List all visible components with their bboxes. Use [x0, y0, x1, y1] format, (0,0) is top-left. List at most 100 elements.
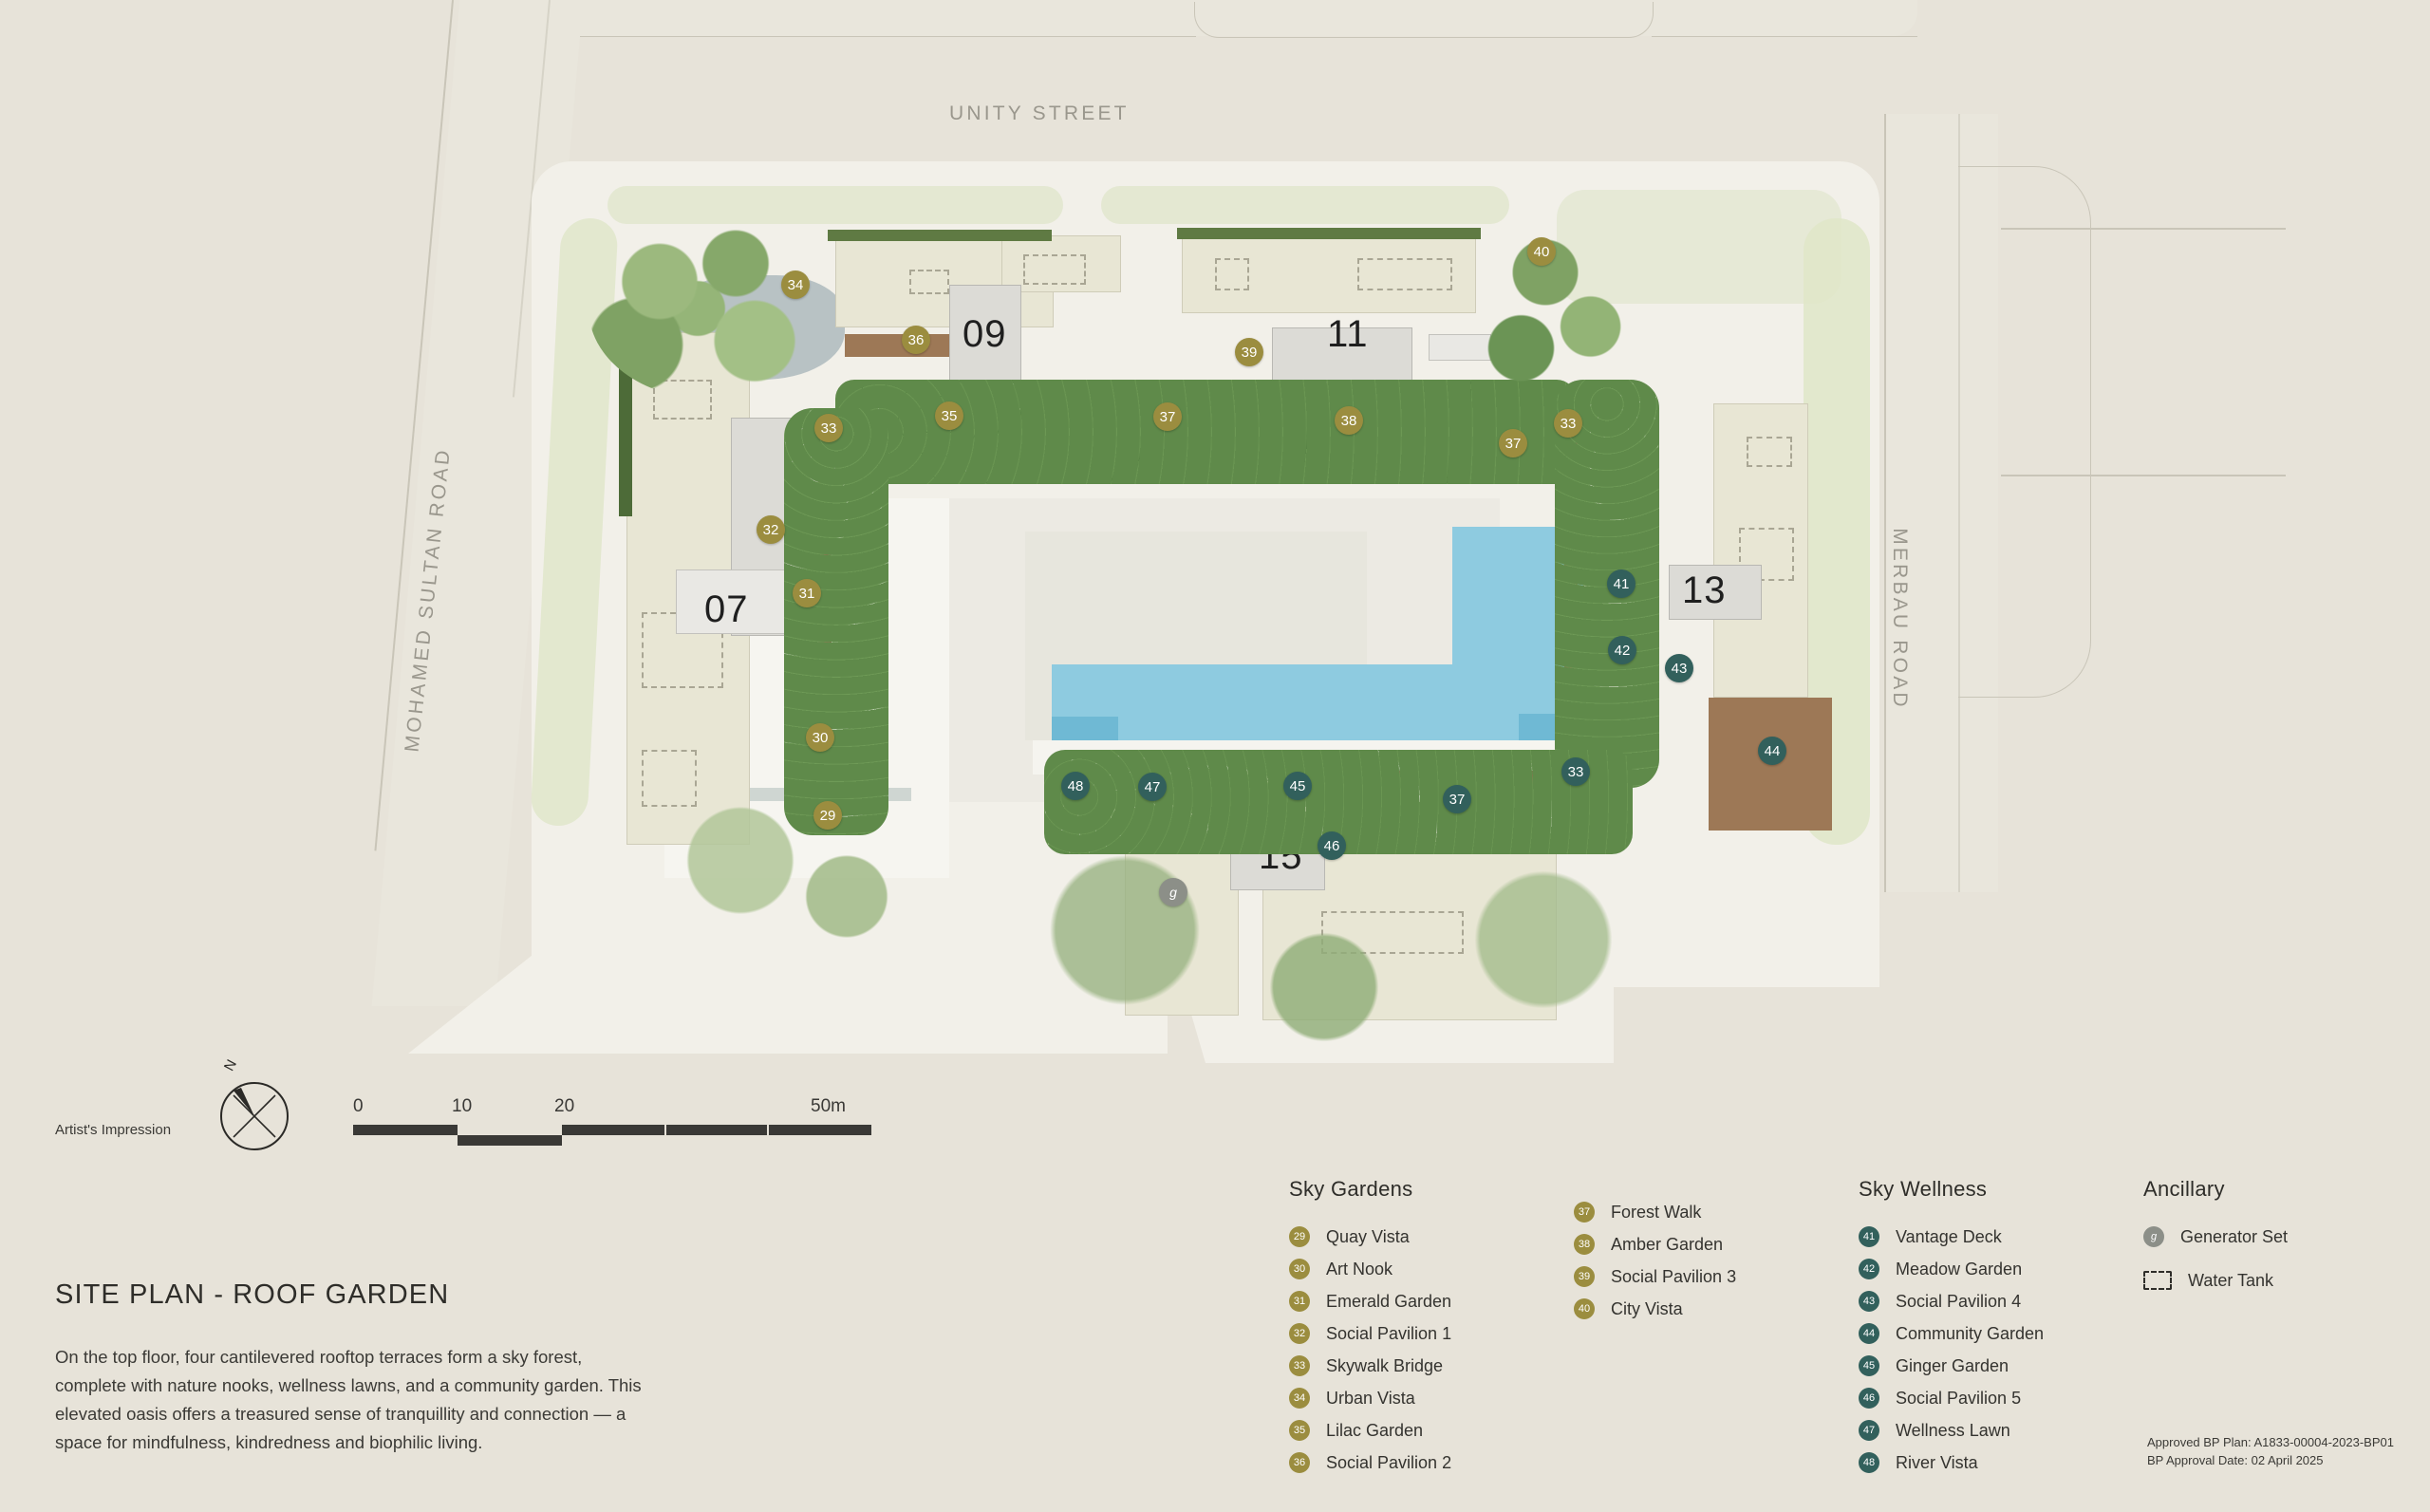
legend-marker-icon-34: 34 [1289, 1388, 1310, 1409]
legend-item-39[interactable]: 39 Social Pavilion 3 [1574, 1260, 1736, 1293]
water-tank-11-b [1357, 258, 1452, 290]
artist-impression-note: Artist's Impression [55, 1122, 172, 1138]
title-block: SITE PLAN - ROOF GARDEN On the top floor… [55, 1279, 644, 1457]
map-marker-39[interactable]: 39 [1235, 338, 1263, 366]
map-marker-30[interactable]: 30 [806, 723, 834, 752]
road-label-unity-street: UNITY STREET [949, 103, 1130, 124]
road-edge-top-curve [1194, 2, 1654, 38]
legend-label: Generator Set [2180, 1226, 2289, 1246]
map-marker-37[interactable]: 37 [1153, 402, 1182, 431]
legend-label: Social Pavilion 3 [1611, 1266, 1737, 1286]
legend-marker-icon-44: 44 [1859, 1323, 1879, 1344]
scale-segment-2 [458, 1135, 562, 1146]
map-marker-32[interactable]: 32 [757, 515, 785, 544]
water-tank-09-b [1023, 254, 1086, 285]
map-marker-47[interactable]: 47 [1138, 773, 1167, 801]
map-marker-44[interactable]: 44 [1758, 737, 1786, 765]
map-marker-34[interactable]: 34 [781, 271, 810, 299]
road-edge-right-spur2 [2001, 475, 2286, 476]
building-number-07: 07 [704, 588, 749, 630]
legend-item-water-tank[interactable]: Water Tank [2143, 1264, 2288, 1297]
road-edge-right-spur1 [2001, 228, 2286, 230]
map-marker-29[interactable]: 29 [813, 801, 842, 830]
map-marker-38[interactable]: 38 [1335, 406, 1363, 435]
map-marker-45[interactable]: 45 [1283, 772, 1312, 800]
road-edge-top-c [1652, 36, 1917, 37]
legend-label: River Vista [1896, 1452, 1978, 1472]
map-marker-37c[interactable]: 37 [1443, 785, 1471, 813]
legend-marker-icon-43: 43 [1859, 1291, 1879, 1312]
scale-tick-0: 0 [353, 1096, 364, 1116]
map-marker-46[interactable]: 46 [1318, 831, 1346, 860]
map-marker-31[interactable]: 31 [793, 579, 821, 607]
legend-marker-icon-41: 41 [1859, 1226, 1879, 1247]
roof-terrace-11 [1272, 327, 1412, 386]
map-marker-40[interactable]: 40 [1527, 237, 1556, 266]
scale-tick-10: 10 [452, 1096, 473, 1116]
tree-band-north-west [589, 218, 826, 399]
legend-item-40[interactable]: 40 City Vista [1574, 1293, 1736, 1325]
legend-marker-icon-45: 45 [1859, 1355, 1879, 1376]
map-marker-33c[interactable]: 33 [1561, 757, 1590, 786]
hedge-north-11 [1177, 228, 1481, 239]
verge-north [608, 186, 1063, 224]
scale-segment-1 [353, 1125, 458, 1135]
bp-date-line: BP Approval Date: 02 April 2025 [2147, 1453, 2324, 1467]
map-marker-41[interactable]: 41 [1607, 569, 1636, 598]
bp-approval-note: Approved BP Plan: A1833-00004-2023-BP01 … [2147, 1433, 2394, 1469]
map-marker-33b[interactable]: 33 [1554, 409, 1582, 438]
map-marker-48[interactable]: 48 [1061, 772, 1090, 800]
timber-deck-09 [845, 334, 949, 357]
road-label-merbau-road: MERBAU ROAD [1888, 528, 1911, 710]
plan-description: On the top floor, four cantilevered roof… [55, 1347, 642, 1452]
site-plan-map[interactable]: UNITY STREET MOHAMED SULTAN ROAD MERBAU … [0, 0, 2286, 1120]
scale-segment-5 [769, 1125, 871, 1135]
road-surround-top [532, 0, 1917, 36]
legend-item-48[interactable]: 48 River Vista [1859, 1447, 2044, 1479]
map-marker-43[interactable]: 43 [1665, 654, 1693, 682]
legend-label: Quay Vista [1326, 1226, 1410, 1246]
scale-tick-20: 20 [554, 1096, 575, 1116]
legend-marker-icon-40: 40 [1574, 1298, 1595, 1319]
map-marker-35[interactable]: 35 [935, 401, 963, 430]
building-number-13: 13 [1682, 569, 1727, 611]
map-marker-37b[interactable]: 37 [1499, 429, 1527, 457]
map-marker-g[interactable]: g [1159, 878, 1187, 906]
legend-heading-sky-wellness: Sky Wellness [1859, 1177, 1988, 1201]
scale-segment-3 [562, 1125, 664, 1135]
page-title: SITE PLAN - ROOF GARDEN [55, 1279, 450, 1310]
map-marker-33[interactable]: 33 [814, 414, 843, 442]
road-edge-right-loop [1958, 166, 2091, 698]
legend-label: Social Pavilion 1 [1326, 1323, 1452, 1343]
map-marker-42[interactable]: 42 [1608, 636, 1636, 664]
road-band-right [1884, 114, 1998, 892]
legend-label: City Vista [1611, 1298, 1683, 1318]
building-number-11: 11 [1327, 313, 1369, 355]
legend-marker-icon-46: 46 [1859, 1388, 1879, 1409]
legend-marker-icon-48: 48 [1859, 1452, 1879, 1473]
map-marker-36[interactable]: 36 [902, 326, 930, 354]
legend-label: Skywalk Bridge [1326, 1355, 1444, 1375]
legend-marker-icon-39: 39 [1574, 1266, 1595, 1287]
roof-terrace-13 [1669, 565, 1762, 620]
